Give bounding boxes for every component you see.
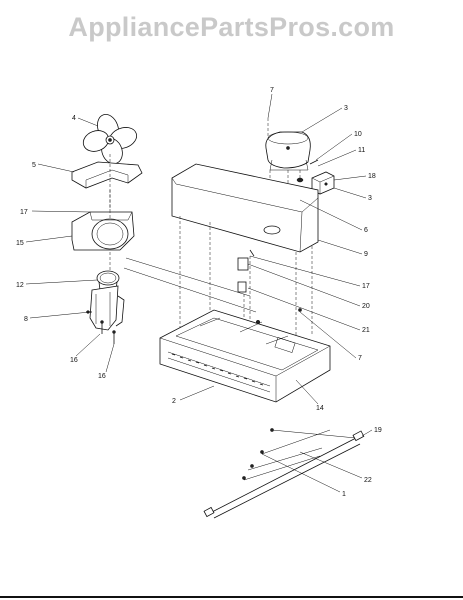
callout-12: 12 xyxy=(16,282,24,289)
callout-8: 8 xyxy=(24,316,28,323)
callout-10: 10 xyxy=(354,131,362,138)
callout-19: 19 xyxy=(374,427,382,434)
callout-1: 1 xyxy=(342,491,346,498)
callout-7-top: 7 xyxy=(270,87,274,94)
callout-9: 9 xyxy=(364,251,368,258)
base-pan xyxy=(159,309,331,403)
callout-labels: 4 5 17 15 12 8 16 16 7 3 10 11 18 3 6 9 … xyxy=(16,87,382,498)
fan-housing xyxy=(71,211,135,251)
callout-14: 14 xyxy=(316,405,324,412)
callout-6: 6 xyxy=(364,227,368,234)
callout-22: 22 xyxy=(364,477,372,484)
callout-5: 5 xyxy=(32,162,36,169)
watermark-text: AppliancePartsPros.com xyxy=(68,12,395,42)
fan-blade xyxy=(82,114,137,165)
callout-20: 20 xyxy=(362,303,370,310)
leader-lines xyxy=(25,93,373,493)
callout-13: 3 xyxy=(344,105,348,112)
callout-16-upper: 16 xyxy=(70,357,78,364)
callout-4: 4 xyxy=(72,115,76,122)
callout-16-lower: 16 xyxy=(98,373,106,380)
callout-17-left: 17 xyxy=(20,209,28,216)
callout-15: 15 xyxy=(16,240,24,247)
callout-3: 3 xyxy=(368,195,372,202)
control-components xyxy=(237,249,302,325)
assembly-lines xyxy=(109,118,269,320)
callout-7-bottom: 7 xyxy=(358,355,362,362)
callout-2: 2 xyxy=(172,398,176,405)
callout-21: 21 xyxy=(362,327,370,334)
callout-18: 18 xyxy=(368,173,376,180)
callout-11: 11 xyxy=(358,147,365,154)
wire-harness xyxy=(203,428,365,519)
base-pan-ribs xyxy=(171,353,264,386)
compressor xyxy=(265,131,311,171)
fan-shroud-bracket xyxy=(71,161,143,189)
machine-compartment-cover xyxy=(171,163,319,340)
air-duct xyxy=(89,285,125,331)
bottom-rule xyxy=(0,596,463,598)
callout-17-right: 17 xyxy=(362,283,370,290)
